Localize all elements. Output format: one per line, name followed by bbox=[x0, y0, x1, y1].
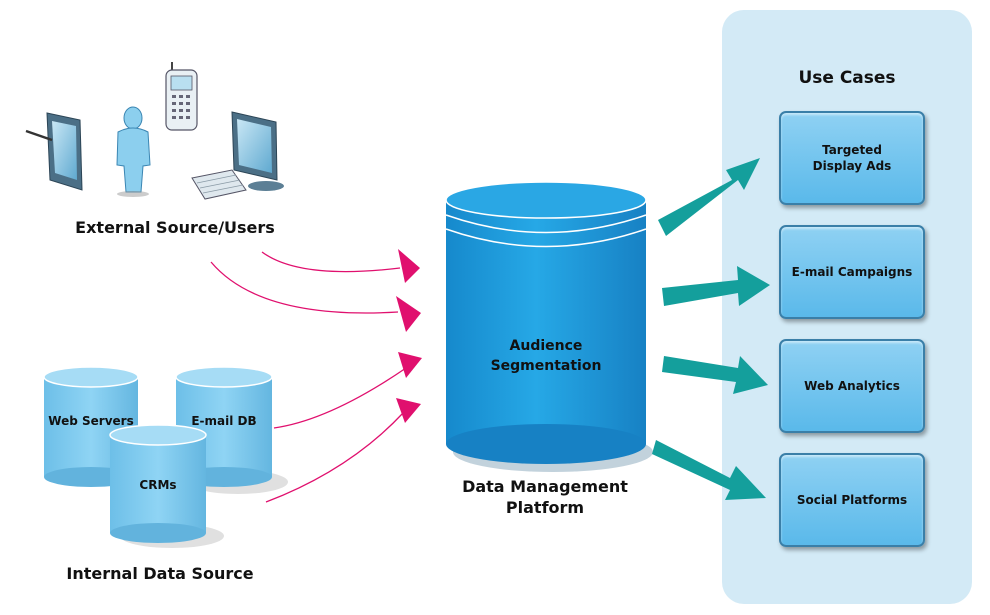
inbound-arrow-1 bbox=[261, 251, 401, 273]
inbound-arrowhead-3 bbox=[398, 352, 422, 378]
use-case-email-campaigns: E-mail Campaigns bbox=[779, 225, 925, 319]
outbound-arrows bbox=[652, 158, 770, 500]
tablet-icon bbox=[25, 112, 83, 191]
platform-caption-line1: Data Management bbox=[462, 477, 628, 496]
inbound-arrowhead-4 bbox=[396, 398, 421, 423]
crms-label: CRMs bbox=[139, 478, 177, 492]
inbound-arrowhead-1 bbox=[398, 249, 420, 283]
phone-icon bbox=[165, 62, 198, 131]
use-case-targeted-display-ads: Targeted Display Ads bbox=[779, 111, 925, 205]
internal-data-source-label: Internal Data Source bbox=[66, 564, 254, 583]
outbound-arrow-4 bbox=[652, 440, 766, 500]
inbound-arrowhead-2 bbox=[396, 296, 421, 332]
keyboard-icon bbox=[191, 169, 247, 200]
outbound-arrow-1 bbox=[658, 158, 760, 236]
platform-caption-line2: Platform bbox=[505, 498, 585, 517]
use-case-social-platforms: Social Platforms bbox=[779, 453, 925, 547]
audience-label-line1: Audience bbox=[509, 338, 583, 354]
data-management-cylinder bbox=[445, 181, 653, 472]
inbound-arrow-3 bbox=[273, 367, 407, 429]
outbound-arrow-3 bbox=[662, 356, 768, 394]
outbound-arrow-2 bbox=[662, 266, 770, 306]
person-icon bbox=[116, 106, 151, 197]
store-crms bbox=[109, 424, 224, 548]
inbound-arrow-2 bbox=[210, 261, 399, 314]
use-cases-title: Use Cases bbox=[798, 68, 896, 88]
monitor-icon bbox=[231, 111, 284, 191]
email-db-label: E-mail DB bbox=[191, 414, 257, 428]
external-sources-label: External Source/Users bbox=[75, 218, 275, 237]
audience-label-line2: Segmentation bbox=[490, 358, 602, 374]
use-case-web-analytics: Web Analytics bbox=[779, 339, 925, 433]
inbound-arrows bbox=[210, 251, 407, 503]
web-servers-label: Web Servers bbox=[48, 414, 134, 428]
inbound-arrow-4 bbox=[265, 411, 405, 503]
